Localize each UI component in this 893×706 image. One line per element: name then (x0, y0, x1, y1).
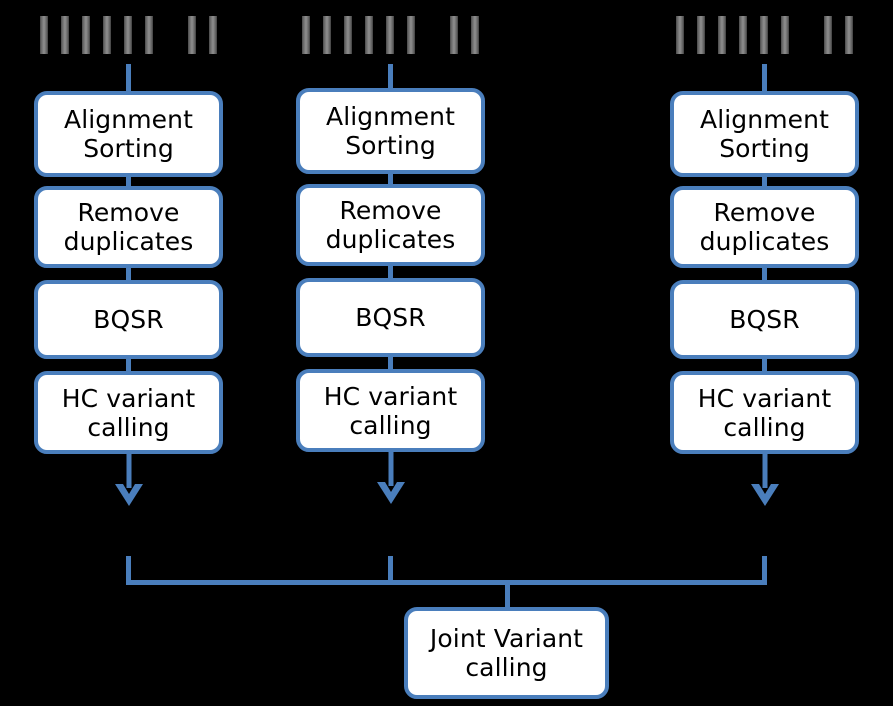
connector-bqsr-to-hc-3 (762, 355, 767, 373)
read-bar (845, 16, 853, 54)
read-bar (124, 16, 132, 54)
read-bar (103, 16, 111, 54)
read-bar (760, 16, 768, 54)
read-bar (323, 16, 331, 54)
connector-bqsr-to-hc-2 (388, 353, 393, 371)
read-bar (209, 16, 217, 54)
read-bar (407, 16, 415, 54)
read-bar (82, 16, 90, 54)
read-bar (365, 16, 373, 54)
read-bar (40, 16, 48, 54)
read-bar (302, 16, 310, 54)
step-box-hc-variant-calling-sample-3[interactable]: HC variant calling (670, 371, 859, 454)
step-box-hc-variant-calling-sample-2[interactable]: HC variant calling (296, 369, 485, 452)
merge-stub-sample-1 (126, 556, 131, 584)
read-bar (676, 16, 684, 54)
step-box-remove-duplicates-sample-3[interactable]: Remove duplicates (670, 186, 859, 268)
read-bars-sample-1 (40, 16, 220, 54)
read-bar (61, 16, 69, 54)
read-bar (386, 16, 394, 54)
connector-reads-to-alignment-2 (388, 64, 393, 89)
read-bar (824, 16, 832, 54)
connector-alignment-to-dedup-2 (388, 170, 393, 188)
read-bars-sample-3 (676, 16, 856, 54)
merge-stub-sample-3 (762, 556, 767, 584)
step-box-remove-duplicates-sample-2[interactable]: Remove duplicates (296, 184, 485, 266)
step-box-bqsr-sample-2[interactable]: BQSR (296, 278, 485, 357)
read-bar (781, 16, 789, 54)
connector-dedup-to-bqsr-1 (126, 264, 131, 282)
step-box-alignment-sorting-sample-2[interactable]: Alignment Sorting (296, 88, 485, 174)
step-box-bqsr-sample-1[interactable]: BQSR (34, 280, 223, 359)
read-bar (344, 16, 352, 54)
read-bars-sample-2 (302, 16, 482, 54)
step-box-alignment-sorting-sample-3[interactable]: Alignment Sorting (670, 91, 859, 177)
connector-dedup-to-bqsr-2 (388, 262, 393, 280)
connector-dedup-to-bqsr-3 (762, 264, 767, 282)
read-bar (450, 16, 458, 54)
read-bar (471, 16, 479, 54)
read-bar (697, 16, 705, 54)
read-bar (718, 16, 726, 54)
merge-drop-to-joint-box (505, 580, 510, 612)
read-bar (188, 16, 196, 54)
read-bar (145, 16, 153, 54)
read-bar (739, 16, 747, 54)
connector-reads-to-alignment-3 (762, 64, 767, 92)
connector-bqsr-to-hc-1 (126, 355, 131, 373)
step-box-joint-variant-calling[interactable]: Joint Variant calling (404, 607, 609, 699)
step-box-bqsr-sample-3[interactable]: BQSR (670, 280, 859, 359)
step-box-remove-duplicates-sample-1[interactable]: Remove duplicates (34, 186, 223, 268)
connector-alignment-to-dedup-3 (762, 173, 767, 189)
step-box-hc-variant-calling-sample-1[interactable]: HC variant calling (34, 371, 223, 454)
merge-bus-horizontal (126, 580, 767, 585)
arrow-hc-to-merge-sample-2 (372, 450, 410, 506)
connector-reads-to-alignment-1 (126, 64, 131, 92)
connector-alignment-to-dedup-1 (126, 173, 131, 189)
step-box-alignment-sorting-sample-1[interactable]: Alignment Sorting (34, 91, 223, 177)
arrow-hc-to-merge-sample-1 (110, 452, 148, 508)
merge-stub-sample-2 (388, 556, 393, 584)
arrow-hc-to-merge-sample-3 (746, 452, 784, 508)
